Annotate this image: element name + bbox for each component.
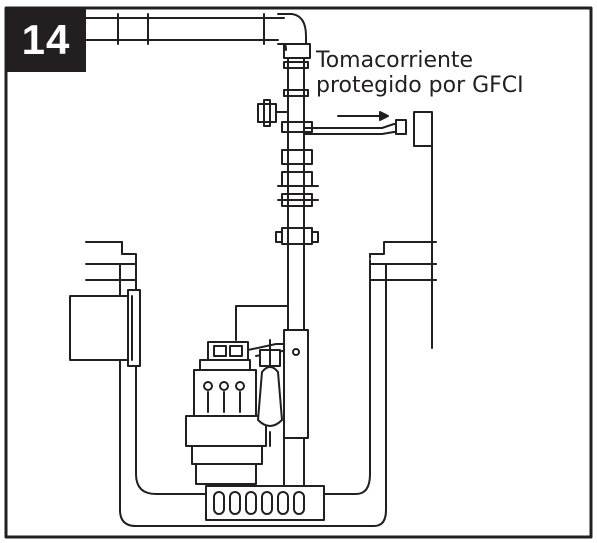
check-valve (257, 99, 319, 245)
float-switch (257, 366, 283, 447)
step-number-badge: 14 (6, 8, 86, 72)
gfci-outlet (413, 111, 433, 349)
pump-base (205, 485, 325, 521)
discharge-pipe (85, 13, 311, 331)
arrow-icon (337, 111, 389, 121)
power-cord (235, 119, 407, 341)
callout-line-2: protegido por GFCI (316, 73, 524, 98)
outlet-callout: Tomacorriente protegido por GFCI (316, 48, 524, 98)
callout-line-1: Tomacorriente (316, 48, 474, 73)
diagram-border (4, 6, 593, 539)
sump-pump-illustration (185, 329, 309, 487)
floor-slab (85, 241, 437, 281)
inlet-pipe (69, 289, 141, 367)
